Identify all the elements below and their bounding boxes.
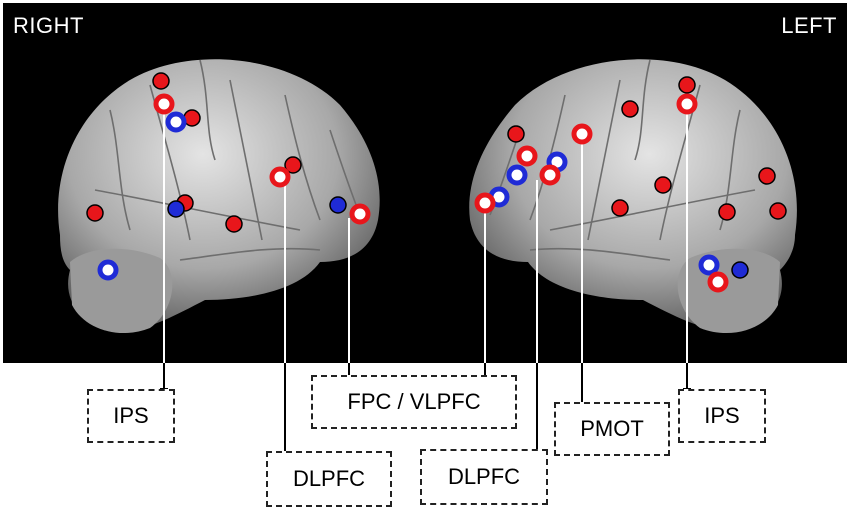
red-ring-marker (269, 166, 291, 188)
red-ring-marker (474, 192, 496, 214)
red-ring-marker (153, 93, 175, 115)
red-activation-markers (86, 72, 787, 233)
region-box-fpc-vlpfc: FPC / VLPFC (311, 375, 517, 429)
right-hemisphere-brain (58, 59, 380, 334)
red-dot-marker (678, 76, 696, 94)
left-sulci (489, 59, 756, 261)
region-box-pmot: PMOT (554, 402, 670, 456)
red-dot-marker (225, 215, 243, 233)
red-dot-marker (507, 125, 525, 143)
red-dot-marker (654, 176, 672, 194)
region-box-ips-left: IPS (678, 389, 766, 443)
red-dot-marker (284, 156, 302, 174)
left-cerebellum-shape (677, 248, 780, 334)
region-box-dlpfc-right: DLPFC (266, 451, 392, 507)
blue-dot-marker (167, 200, 185, 218)
red-dot-marker (152, 72, 170, 90)
region-box-ips-right: IPS (87, 389, 175, 443)
red-ring-marker (571, 123, 593, 145)
blue-ring-marker (165, 111, 187, 133)
right-hemisphere-label: RIGHT (13, 13, 84, 38)
red-dot-marker (718, 203, 736, 221)
region-box-dlpfc-left: DLPFC (420, 449, 548, 505)
left-hemisphere-label: LEFT (781, 13, 837, 38)
red-dot-marker (621, 100, 639, 118)
red-dot-marker (758, 167, 776, 185)
red-ring-marker (349, 203, 371, 225)
red-dot-marker (611, 199, 629, 217)
red-dot-marker (183, 109, 201, 127)
blue-ring-marker (97, 259, 119, 281)
red-dot-marker (86, 204, 104, 222)
blue-dot-marker (329, 196, 347, 214)
left-hemisphere-brain (469, 59, 797, 334)
blue-activation-markers (167, 196, 749, 279)
red-ring-marker (516, 145, 538, 167)
red-ring-marker (539, 164, 561, 186)
blue-ring-marker (506, 164, 528, 186)
leader-lines (163, 110, 688, 363)
blue-dot-marker (731, 261, 749, 279)
blue-ring-marker (698, 254, 720, 276)
right-cerebellum-shape (70, 248, 173, 334)
red-ring-marker (676, 93, 698, 115)
red-ring-markers (153, 93, 729, 293)
red-ring-marker (707, 271, 729, 293)
red-dot-marker (769, 202, 787, 220)
